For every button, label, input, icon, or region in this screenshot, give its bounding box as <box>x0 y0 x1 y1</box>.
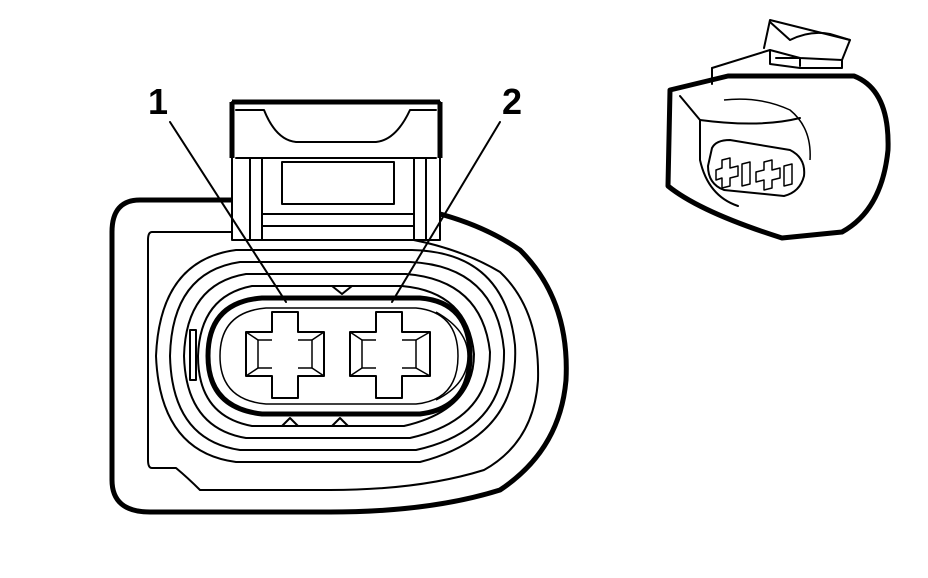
terminal-1 <box>245 311 325 399</box>
callout-1-leader <box>169 121 287 303</box>
callout-1-label: 1 <box>148 81 168 122</box>
callout-2-leader <box>391 121 501 303</box>
connector-outer-shell <box>109 197 569 515</box>
callout-2-label: 2 <box>502 81 522 122</box>
connector-isometric-view <box>665 19 891 241</box>
locking-latch <box>229 99 443 241</box>
pin-cavity <box>205 295 473 417</box>
terminal-2 <box>349 311 431 399</box>
connector-inner-shell <box>147 231 540 491</box>
connector-face-view <box>109 99 569 515</box>
